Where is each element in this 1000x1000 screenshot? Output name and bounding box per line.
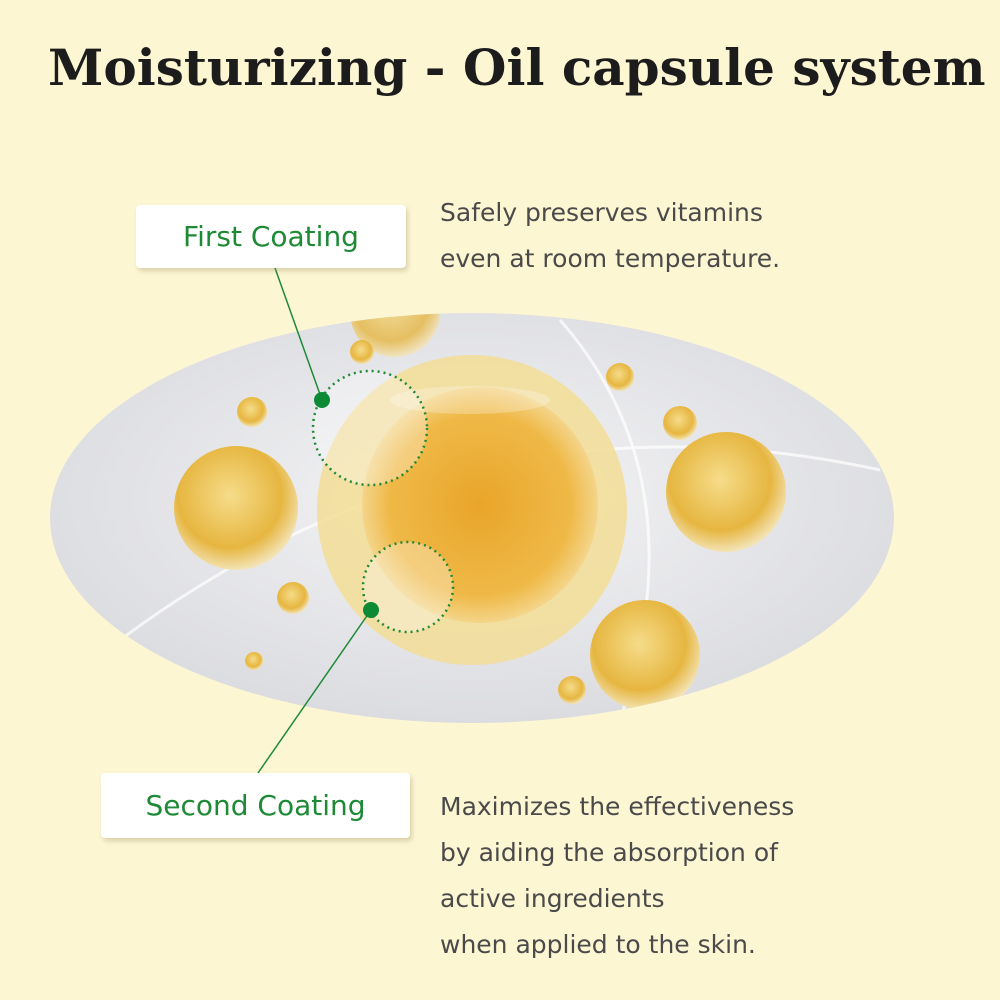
first-coating-label: First Coating — [136, 205, 406, 268]
first-coating-text: First Coating — [183, 220, 359, 253]
second-coating-highlight — [361, 540, 455, 634]
bubble — [350, 313, 440, 357]
description-line: by aiding the absorption of — [440, 838, 778, 867]
second-coating-text: Second Coating — [145, 789, 366, 822]
first-coating-pointer — [274, 267, 323, 401]
page-title: Moisturizing - Oil capsule system — [48, 38, 986, 97]
bubble — [558, 676, 586, 704]
second-coating-label: Second Coating — [101, 773, 410, 838]
description-line: active ingredients — [440, 884, 665, 913]
bubble — [174, 446, 298, 570]
bubble — [666, 432, 786, 552]
bubble — [237, 397, 267, 427]
first-coating-dot — [314, 392, 330, 408]
second-coating-description: Maximizes the effectiveness by aiding th… — [440, 784, 794, 968]
description-line: Maximizes the effectiveness — [440, 792, 795, 821]
description-line: even at room temperature. — [440, 244, 781, 273]
bubble — [350, 340, 374, 364]
first-coating-description: Safely preserves vitamins even at room t… — [440, 190, 780, 282]
main-capsule-core — [362, 387, 598, 623]
first-coating-highlight — [311, 369, 429, 487]
bubble — [245, 652, 263, 670]
description-line: Safely preserves vitamins — [440, 198, 763, 227]
bubble — [590, 600, 700, 710]
description-line: when applied to the skin. — [440, 930, 756, 959]
second-coating-pointer — [257, 609, 372, 774]
second-coating-dot — [363, 602, 379, 618]
bubble — [606, 363, 634, 391]
bubble — [277, 582, 309, 614]
bubble — [663, 406, 697, 440]
